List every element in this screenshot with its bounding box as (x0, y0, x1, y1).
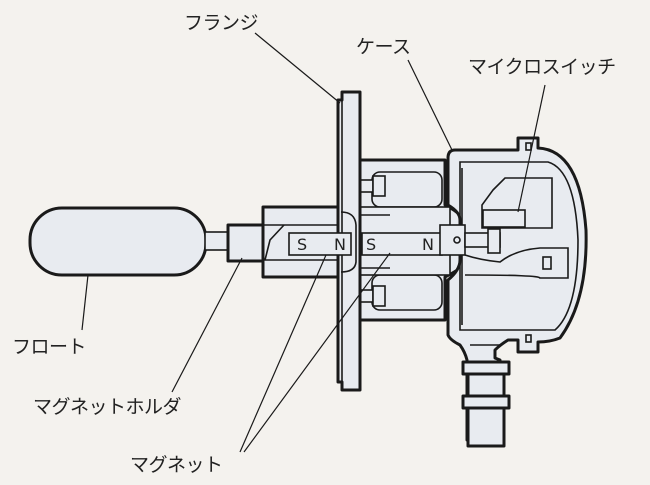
case (439, 136, 588, 442)
label-case: ケース (356, 36, 411, 58)
leader-magnet-2 (243, 252, 391, 453)
label-micro-switch: マイクロスイッチ (468, 56, 616, 78)
float-rod (204, 231, 229, 251)
leader-case (407, 59, 453, 151)
cable-connector (461, 360, 511, 448)
label-flange: フランジ (184, 12, 259, 34)
leader-magnet-1 (239, 254, 327, 453)
pole-n: N (422, 235, 434, 254)
label-float: フロート (12, 336, 87, 358)
pole-s: S (297, 235, 307, 254)
pole-s: S (366, 235, 376, 254)
leader-micro-switch (517, 84, 546, 213)
inner-magnet: S N (361, 232, 443, 256)
label-magnet-holder: マグネットホルダ (33, 396, 182, 418)
leader-magnet-holder (171, 257, 243, 393)
leader-flange (254, 32, 341, 104)
leader-float (81, 274, 89, 331)
pole-n: N (334, 235, 346, 254)
holder-magnet: S N (288, 232, 352, 256)
float (28, 206, 208, 277)
label-magnet: マグネット (130, 454, 223, 476)
